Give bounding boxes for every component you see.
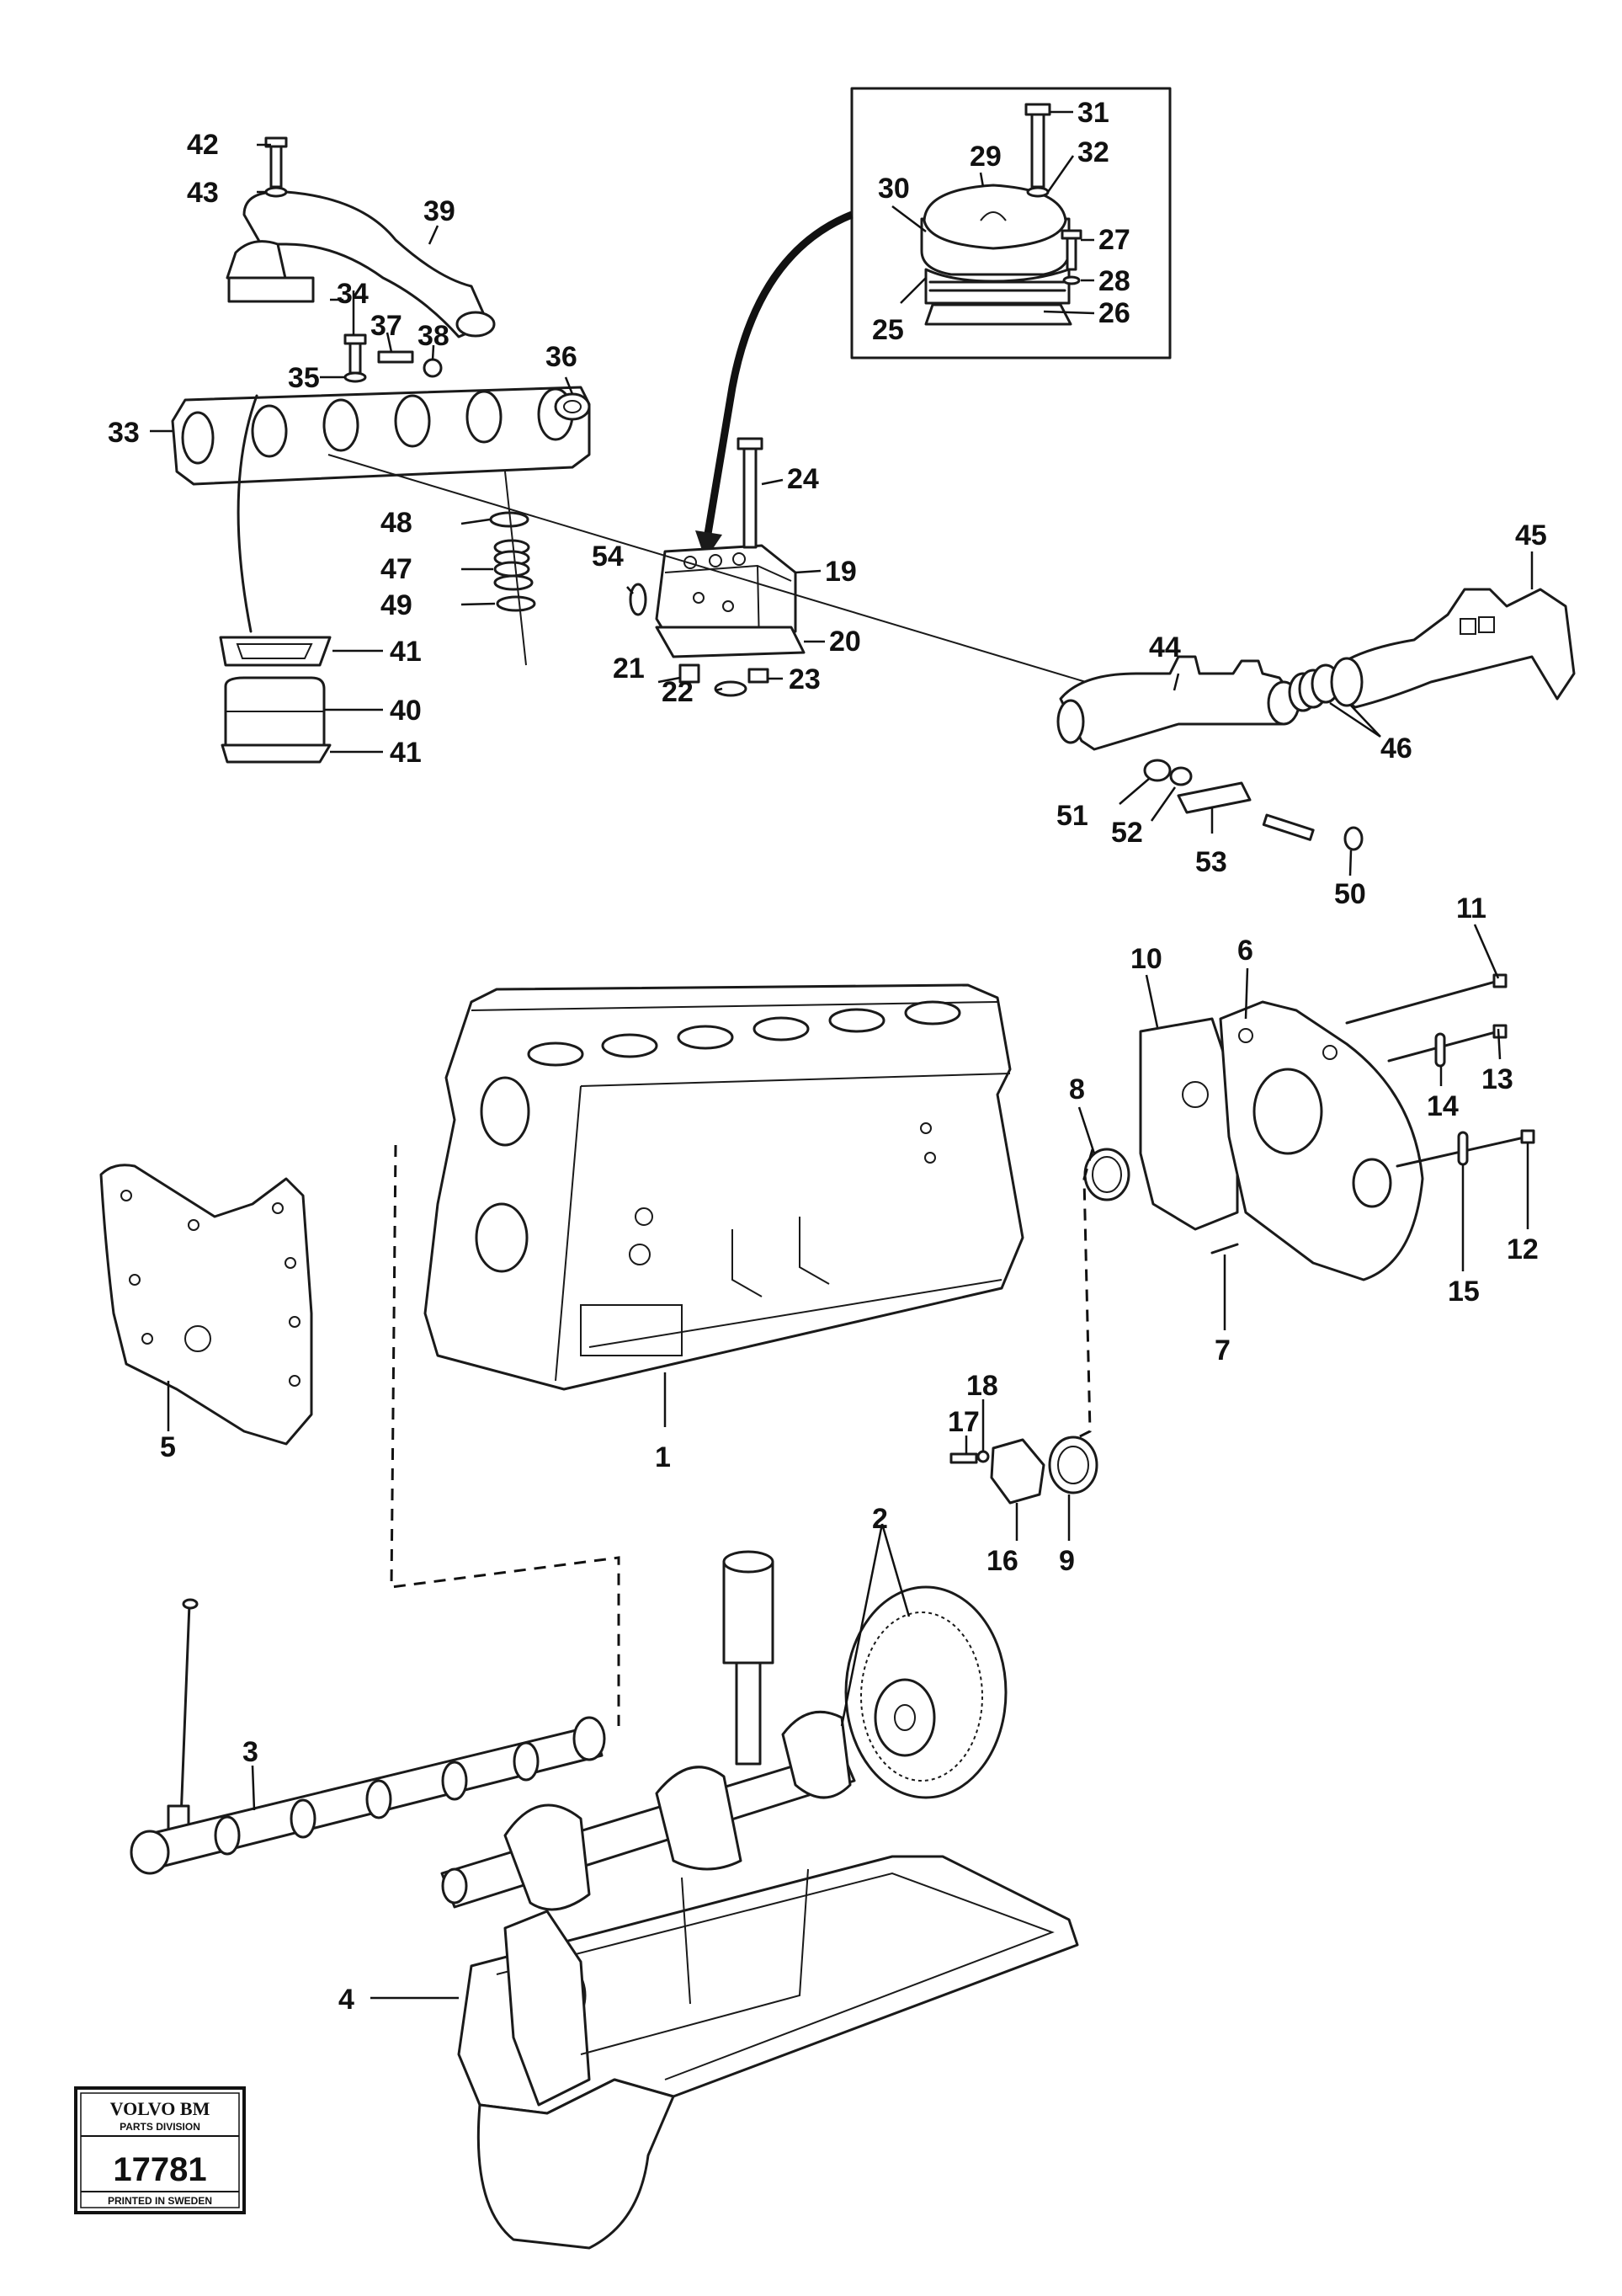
callout-30: 30 [878, 173, 910, 205]
callout-25: 25 [872, 314, 904, 346]
callout-27: 27 [1098, 224, 1130, 256]
callout-16: 16 [986, 1545, 1018, 1577]
callout-11: 11 [1456, 892, 1486, 924]
callout-4: 4 [338, 1984, 354, 2016]
callout-28: 28 [1098, 265, 1130, 297]
callout-44: 44 [1149, 631, 1181, 663]
callout-26: 26 [1098, 297, 1130, 329]
callout-12: 12 [1507, 1233, 1539, 1265]
callout-labels: 1 2 3 4 5 6 7 8 9 10 11 12 13 14 15 16 1… [108, 97, 1547, 2016]
callout-38: 38 [417, 320, 449, 352]
callout-31: 31 [1077, 97, 1109, 129]
callout-18: 18 [966, 1370, 998, 1402]
callout-7: 7 [1215, 1334, 1231, 1366]
callout-33: 33 [108, 417, 140, 449]
callout-29: 29 [970, 141, 1002, 173]
callout-24: 24 [787, 463, 819, 495]
seal-stack [489, 471, 536, 666]
callout-39: 39 [423, 195, 455, 227]
callout-42: 42 [187, 129, 219, 161]
callout-10: 10 [1130, 943, 1162, 975]
callout-8: 8 [1069, 1073, 1085, 1105]
engine-block [423, 983, 1024, 1391]
cylinder-head [629, 437, 806, 697]
pipe [226, 136, 496, 338]
rear-cover [949, 1436, 1098, 1505]
callout-35: 35 [288, 362, 320, 394]
crankshaft [440, 1550, 1008, 1911]
callout-52: 52 [1111, 817, 1143, 849]
flange-block [219, 636, 332, 764]
callout-19: 19 [825, 556, 857, 588]
callout-20: 20 [829, 626, 861, 658]
stamp-number: 17781 [113, 2151, 206, 2188]
callout-43: 43 [187, 177, 219, 209]
camshaft [130, 1598, 606, 1875]
callout-1: 1 [655, 1441, 671, 1473]
callout-49: 49 [380, 589, 412, 621]
callout-32: 32 [1077, 136, 1109, 168]
callout-54: 54 [592, 541, 624, 573]
stamp-brand: VOLVO BM [110, 2098, 210, 2119]
timing-cover [99, 1164, 313, 1446]
callout-21: 21 [613, 653, 645, 685]
callout-41b: 41 [390, 737, 422, 769]
callout-36: 36 [545, 341, 577, 373]
inset-arrow [703, 210, 854, 540]
callout-22: 22 [662, 676, 694, 708]
fasteners-37-38 [343, 333, 443, 383]
flywheel-housing [1083, 973, 1535, 1281]
inset-box [850, 87, 1172, 360]
callout-50: 50 [1334, 878, 1366, 910]
callout-2: 2 [872, 1503, 888, 1535]
callout-40: 40 [390, 695, 422, 727]
callout-45: 45 [1515, 519, 1547, 551]
callout-51: 51 [1056, 800, 1088, 832]
callout-5: 5 [160, 1431, 176, 1463]
stamp-division: PARTS DIVISION [120, 2121, 200, 2133]
leader-lines [150, 143, 1534, 2000]
callout-13: 13 [1481, 1063, 1513, 1095]
callout-53: 53 [1195, 846, 1227, 878]
callout-46: 46 [1380, 732, 1412, 764]
callout-37: 37 [370, 310, 402, 342]
exhaust-manifold [171, 386, 591, 486]
callout-47: 47 [380, 553, 412, 585]
callout-48: 48 [380, 507, 412, 539]
callout-9: 9 [1059, 1545, 1075, 1577]
exhaust-pipe [1056, 588, 1576, 851]
callout-6: 6 [1237, 935, 1253, 967]
callout-41a: 41 [390, 636, 422, 668]
callout-23: 23 [789, 663, 821, 695]
callout-17: 17 [948, 1406, 980, 1438]
stamp-printed: PRINTED IN SWEDEN [108, 2195, 212, 2207]
callout-34: 34 [337, 278, 369, 310]
callout-14: 14 [1427, 1090, 1459, 1122]
oil-pan [457, 1855, 1079, 2250]
callout-3: 3 [242, 1736, 258, 1768]
volvo-bm-stamp: VOLVO BM PARTS DIVISION 17781 PRINTED IN… [74, 2086, 246, 2214]
callout-15: 15 [1448, 1276, 1480, 1308]
